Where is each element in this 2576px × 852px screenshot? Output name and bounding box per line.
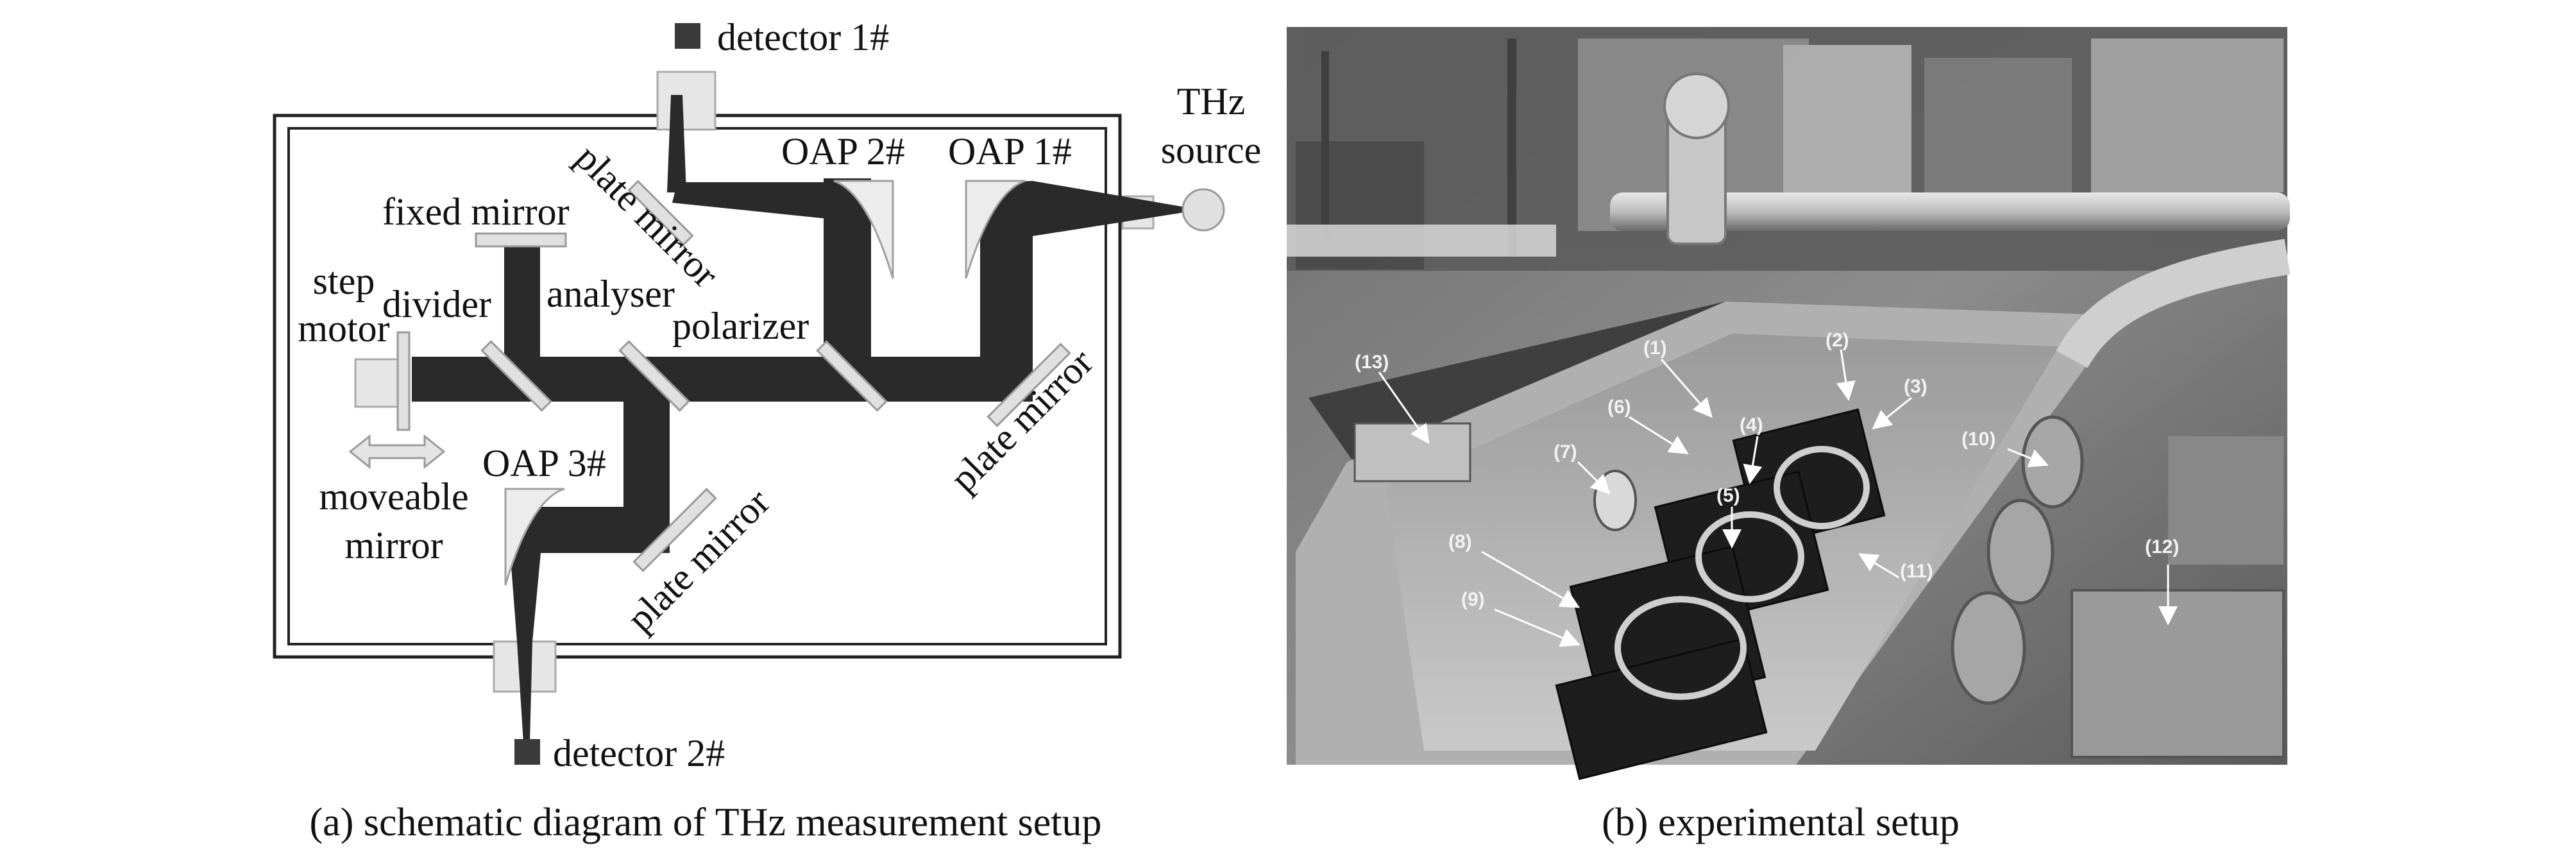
divider-label: divider xyxy=(382,283,491,325)
divider-plate xyxy=(480,340,552,412)
callout-line-3 xyxy=(1872,396,1912,430)
thz-source-label-2: source xyxy=(1161,129,1262,171)
callout-line-8 xyxy=(1481,550,1580,608)
mount-9 xyxy=(1555,638,1768,780)
thz-source-icon xyxy=(1182,188,1225,232)
polarizer-plate xyxy=(816,340,888,412)
callout-7: (7) xyxy=(1554,441,1577,463)
callout-12: (12) xyxy=(2145,536,2179,558)
callout-11: (11) xyxy=(1900,561,1933,582)
optic-ring-3 xyxy=(1614,596,1747,700)
callout-6: (6) xyxy=(1607,396,1631,418)
oap3-mirror xyxy=(504,488,565,586)
polarizer-label: polarizer xyxy=(672,305,809,347)
oap2-mirror xyxy=(833,180,894,279)
callout-line-4 xyxy=(1743,436,1763,484)
plate-mirror-top-label: plate mirror xyxy=(568,137,727,296)
callout-line-2 xyxy=(1836,349,1856,401)
optic-7 xyxy=(1593,470,1637,531)
callout-8: (8) xyxy=(1448,531,1472,552)
port-flange-3 xyxy=(1951,591,2026,705)
thz-source-label-1: THz xyxy=(1177,80,1246,123)
detector1-icon xyxy=(675,23,700,49)
optic-ring-2 xyxy=(1695,511,1804,602)
step-motor-label-1: step xyxy=(313,260,375,302)
callout-line-10 xyxy=(2007,448,2049,468)
oap1-mirror xyxy=(965,180,1026,279)
oap1-label: OAP 1# xyxy=(948,130,1072,173)
callout-2: (2) xyxy=(1826,330,1849,351)
caption-b: (b) experimental setup xyxy=(1602,801,1960,844)
moveable-mirror-label-1: moveable xyxy=(319,475,468,518)
item-13-block xyxy=(1353,422,1471,482)
callout-9: (9) xyxy=(1461,589,1485,610)
caption-a: (a) schematic diagram of THz measurement… xyxy=(310,801,1102,844)
flange xyxy=(1663,72,1730,139)
detector1-label: detector 1# xyxy=(717,16,889,58)
callout-13: (13) xyxy=(1355,352,1389,373)
panel-b-photo: (1) (2) (3) (4) (5) (6) (7) (8) (9) (10)… xyxy=(1287,27,2291,844)
moveable-mirror-label-2: mirror xyxy=(344,524,443,567)
detector1-port xyxy=(656,71,716,131)
callout-5: (5) xyxy=(1716,485,1740,506)
side-plate xyxy=(2168,436,2284,565)
step-motor-label-2: motor xyxy=(298,307,389,350)
moveable-mirror-plate xyxy=(396,331,411,431)
callout-1: (1) xyxy=(1643,337,1667,359)
callout-line-7 xyxy=(1577,461,1611,495)
callout-10: (10) xyxy=(1962,429,1996,450)
analyser-plate xyxy=(618,340,690,412)
analyser-label: analyser xyxy=(547,273,675,315)
detector2-icon xyxy=(514,739,540,765)
side-box xyxy=(2071,589,2285,758)
optic-ring-1 xyxy=(1774,446,1870,529)
callout-line-13 xyxy=(1378,371,1430,445)
oap2-label: OAP 2# xyxy=(781,130,905,173)
callout-3: (3) xyxy=(1904,376,1928,397)
moveable-double-arrow-icon xyxy=(348,434,446,470)
thz-beam xyxy=(412,95,1201,743)
callout-line-1 xyxy=(1660,359,1713,418)
vacuum-pipe xyxy=(1610,192,2290,231)
callout-line-11 xyxy=(1858,553,1899,579)
plate-mirror-top xyxy=(627,180,694,246)
plate-mirror-right xyxy=(987,343,1071,427)
flex-hose xyxy=(2056,239,2291,369)
oap3-label: OAP 3# xyxy=(482,442,606,484)
callout-4: (4) xyxy=(1740,414,1763,436)
callout-line-9 xyxy=(1494,608,1580,647)
fixed-mirror-label: fixed mirror xyxy=(382,191,570,233)
port-flange-2 xyxy=(1987,498,2055,605)
callout-line-6 xyxy=(1629,416,1689,454)
plate-mirror-bottom xyxy=(632,488,717,572)
panel-a-schematic: detector 1# detector 2# THz source OAP 2… xyxy=(273,16,1262,844)
step-motor-block xyxy=(354,358,402,408)
detector2-label: detector 2# xyxy=(553,732,725,774)
left-pipe xyxy=(1287,225,1556,257)
port-flange-1 xyxy=(2021,415,2084,509)
fixed-mirror-plate xyxy=(475,232,567,248)
